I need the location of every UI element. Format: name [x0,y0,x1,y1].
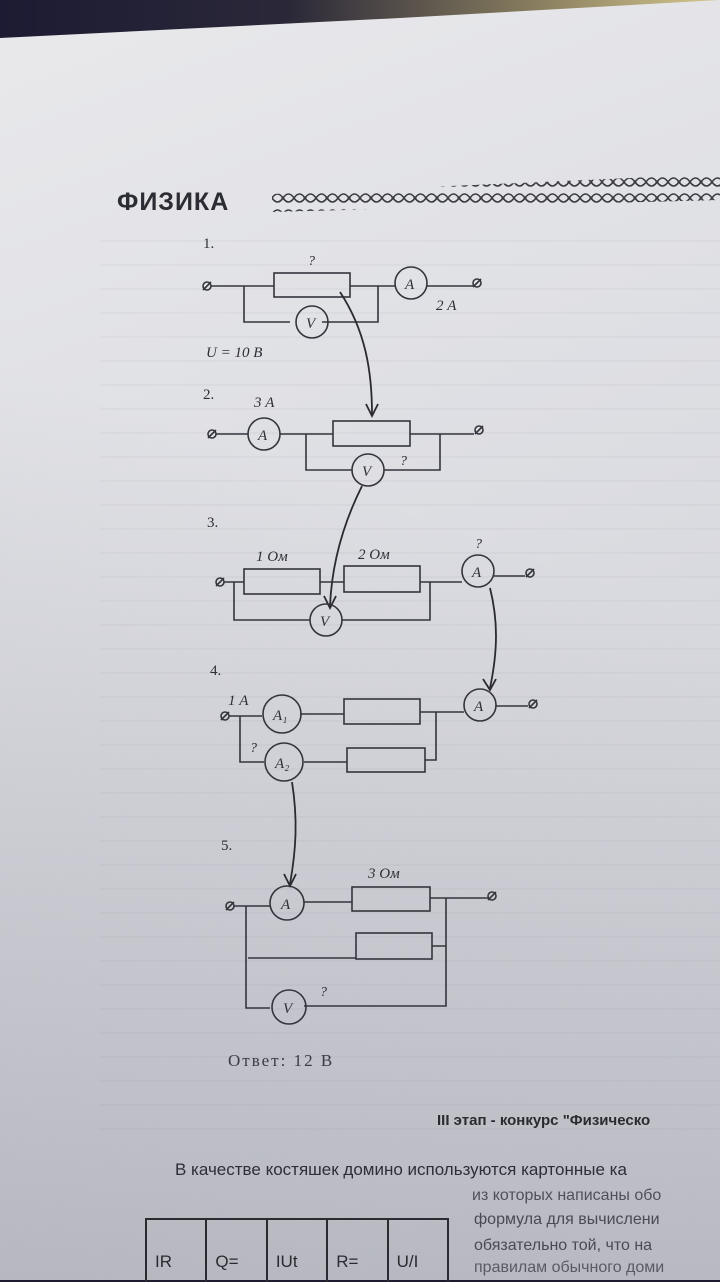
svg-text:A₂: A₂ [274,756,289,772]
problem-3-number: 3. [207,515,218,531]
section-text-line: из которых написаны обо [472,1187,662,1204]
ammeter-1-icon: A₁ [262,694,302,734]
domino-cell: U/I [396,1252,419,1271]
problem-1: 1. U = 10 В ? 2 А A V [202,236,482,361]
ammeter-2-icon: A₂ [264,742,304,782]
svg-text:V: V [283,1001,294,1017]
svg-text:A: A [280,897,291,913]
svg-text:A: A [473,699,484,715]
problem-5-number: 5. [221,838,232,854]
svg-text:A₁: A₁ [272,708,287,724]
voltmeter-icon: V [351,453,385,487]
problem-5-r1-label: 3 Ом [367,866,400,882]
section-text-line: В качестве костяшек домино используются … [175,1160,627,1179]
section-title: III этап - конкурс "Физическо [437,1112,651,1129]
terminal-icon [207,429,217,439]
svg-text:A: A [257,428,268,444]
svg-text:A: A [404,277,415,293]
problem-2-ammeter-reading: 3 А [253,395,275,411]
domino-table: IR Q= IUt R= U/I [145,1218,449,1282]
problem-2-number: 2. [203,387,214,403]
problem-1-resistor-label: ? [308,254,315,269]
ammeter-icon: A [247,417,281,451]
terminal-icon [472,278,482,288]
resistor-icon [343,698,421,725]
resistor-icon [273,272,351,298]
terminal-icon [528,699,538,709]
arrow-connector [289,781,297,885]
domino-cell: IR [147,1220,208,1282]
problem-5-voltmeter-unknown: ? [320,985,327,1000]
svg-text:V: V [362,464,373,480]
voltmeter-icon: V [295,305,329,339]
problem-3-ammeter-unknown: ? [475,537,482,552]
problem-4: 4. 1 А ? A₁ A A₂ [210,663,538,782]
problem-5: 5. 3 Ом ? A V [221,838,497,1025]
ornament-border [272,174,720,212]
ammeter-icon: A [394,266,428,300]
arrow-connector [339,291,373,415]
problem-1-number: 1. [203,236,214,252]
terminal-icon [487,891,497,901]
terminal-icon [525,568,535,578]
ammeter-icon: A [463,688,497,722]
section-text-line: обязательно той, что на [474,1237,653,1254]
resistor-icon [243,568,321,595]
problem-3-r2-label: 2 Ом [358,547,390,563]
terminal-icon [215,577,225,587]
problem-1-ammeter-reading: 2 А [436,298,457,314]
svg-text:A: A [471,565,482,581]
bleed-through-texture [100,230,720,1130]
svg-text:V: V [306,316,317,332]
resistor-icon [355,932,433,960]
problem-3: 3. 1 Ом 2 Ом ? A V [207,515,535,637]
voltmeter-icon: V [309,603,343,637]
problem-2: 2. 3 А ? A V [203,387,484,487]
problem-2-voltmeter-unknown: ? [400,454,407,469]
problem-4-number: 4. [210,663,221,679]
terminal-icon [220,711,230,721]
problem-4-a2-unknown: ? [250,741,257,756]
terminal-icon [225,901,235,911]
resistor-icon [332,420,411,447]
resistor-icon [343,565,421,593]
domino-cell: Q= [207,1220,268,1282]
domino-cell: IUt [268,1220,329,1282]
section-text-line: формула для вычислени [474,1211,660,1228]
arrow-connector [489,587,497,689]
terminal-icon [202,281,212,291]
section-text-line: правилам обычного доми [474,1259,665,1276]
voltmeter-icon: V [271,989,307,1025]
page-heading: ФИЗИКА [117,188,230,216]
domino-cell: R= [328,1220,389,1282]
problem-1-voltage: U = 10 В [206,345,262,361]
terminal-icon [474,425,484,435]
problem-3-r1-label: 1 Ом [256,549,288,565]
problem-4-a1-reading: 1 А [228,693,249,709]
ammeter-icon: A [461,554,495,588]
resistor-icon [351,886,431,912]
answer-line: Ответ: 12 В [228,1051,335,1070]
circuit-diagrams: 1. U = 10 В ? 2 А A V 2. 3 А ? [202,236,538,1025]
arrow-connector [329,485,363,607]
ammeter-icon: A [269,885,305,921]
resistor-icon [346,747,426,773]
svg-text:V: V [320,614,331,630]
